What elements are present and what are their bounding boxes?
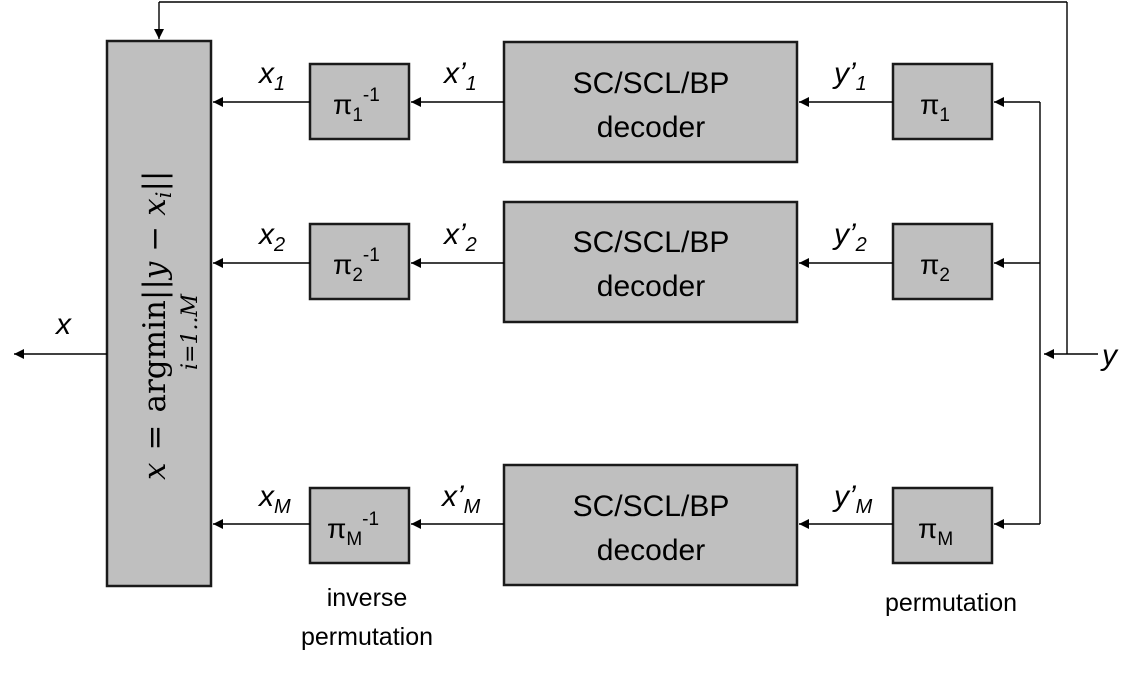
inverse-permutation-box-1 — [308, 62, 411, 141]
argmin-subscript: i=1..M — [178, 294, 203, 370]
input-label: y — [1100, 339, 1119, 372]
x-prime-label-1: x’1 — [442, 57, 477, 95]
decoder-subtitle-1: decoder — [597, 111, 705, 144]
decoder-title-2: SC/SCL/BP — [573, 226, 730, 259]
permutation-box-1 — [891, 62, 994, 141]
inverse-permutation-box-2 — [308, 222, 411, 301]
inverse-permutation-label-2: π2-1 — [333, 245, 380, 286]
inverse-permutation-label-1: π1-1 — [333, 85, 380, 126]
permutation-label-2: π2 — [920, 249, 950, 286]
permutation-caption: permutation — [885, 589, 1017, 617]
permutation-box-2 — [891, 222, 994, 301]
inverse-permutation-box-m — [308, 486, 411, 565]
argmin-block — [105, 39, 213, 588]
inverse-permutation-caption-line1: inverse — [327, 584, 408, 612]
decoder-branch-1: π1 y’1 SC/SCL/BP decoder x’1 π1-1 x1 — [213, 40, 994, 164]
permutation-label-m: πM — [918, 513, 953, 550]
decoder-box-m — [502, 463, 799, 587]
decoder-title-m: SC/SCL/BP — [573, 490, 730, 523]
decoder-box-2 — [502, 200, 799, 324]
x-prime-label-2: x’2 — [442, 218, 477, 256]
decoder-title-1: SC/SCL/BP — [573, 67, 730, 100]
argmin-formula: x=argmin||y−xi|| — [137, 171, 176, 480]
output-label: x — [54, 308, 72, 341]
decoder-subtitle-m: decoder — [597, 534, 705, 567]
x-out-label-m: xM — [257, 480, 291, 518]
y-prime-label-m: y’M — [832, 480, 873, 518]
x-prime-label-m: x’M — [440, 480, 481, 518]
x-out-label-1: x1 — [257, 57, 285, 95]
permutation-box-m — [891, 486, 994, 565]
inverse-permutation-caption-line2: permutation — [301, 623, 433, 651]
decoder-branch-2: π2 y’2 SC/SCL/BP decoder x’2 π2-1 x2 — [213, 200, 994, 324]
decoder-subtitle-2: decoder — [597, 270, 705, 303]
decoder-branch-m: πM y’M SC/SCL/BP decoder x’M πM-1 xM — [213, 463, 994, 587]
y-prime-label-2: y’2 — [832, 218, 867, 256]
inverse-permutation-label-m: πM-1 — [327, 509, 379, 550]
x-out-label-2: x2 — [257, 218, 285, 256]
y-prime-label-1: y’1 — [832, 57, 867, 95]
permutation-label-1: π1 — [920, 89, 950, 126]
decoder-box-1 — [502, 40, 799, 164]
